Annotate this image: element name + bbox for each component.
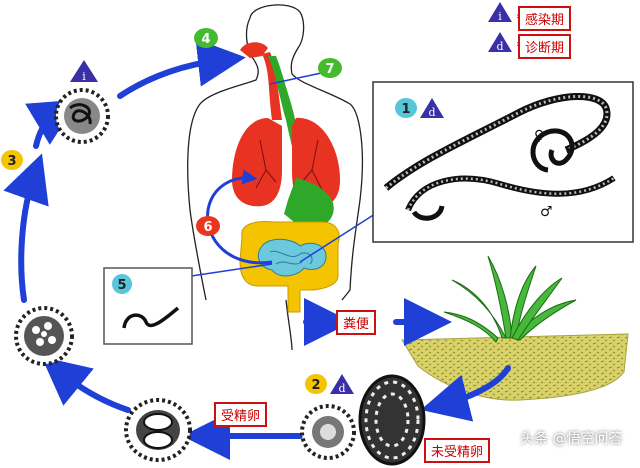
grass-plant bbox=[443, 255, 577, 343]
male-symbol: ♂ bbox=[540, 204, 553, 220]
badge-2: 2 d bbox=[305, 374, 354, 395]
svg-text:d: d bbox=[428, 106, 435, 119]
badge-5: 5 bbox=[112, 274, 132, 294]
arrow-soil-to-egg bbox=[420, 365, 511, 422]
svg-text:6: 6 bbox=[203, 220, 212, 235]
svg-text:7: 7 bbox=[325, 62, 334, 77]
arrow-bottom-to-3 bbox=[3, 153, 49, 303]
label-unfertilized-egg: 未受精卵 bbox=[424, 438, 491, 463]
legend-diagnostic-icon: d bbox=[488, 32, 512, 53]
egg-unfertilized bbox=[358, 374, 426, 466]
svg-text:4: 4 bbox=[201, 32, 210, 47]
svg-text:d: d bbox=[496, 40, 503, 53]
legend-diagnostic-label: 诊断期 bbox=[518, 34, 572, 59]
egg-embryonated-top bbox=[54, 88, 110, 144]
badge-i-marker: i bbox=[70, 60, 98, 83]
egg-two-cell bbox=[124, 398, 192, 462]
badge-6: 6 bbox=[196, 216, 220, 236]
cycle-arrows bbox=[3, 38, 511, 460]
svg-text:d: d bbox=[338, 382, 345, 395]
svg-text:5: 5 bbox=[117, 278, 126, 293]
arrow-i-to-4 bbox=[117, 38, 246, 99]
watermark: 头条 @悟空问答 bbox=[520, 431, 623, 447]
human-body-outline bbox=[187, 4, 364, 351]
small-intestine bbox=[257, 238, 327, 277]
stomach bbox=[284, 178, 334, 228]
label-feces: 粪便 bbox=[336, 310, 377, 335]
svg-text:1: 1 bbox=[401, 102, 410, 117]
female-symbol: ♀ bbox=[534, 128, 544, 144]
legend-infective-label: 感染期 bbox=[518, 6, 572, 31]
label-fertilized-egg: 受精卵 bbox=[214, 402, 268, 427]
connector-line-7 bbox=[269, 71, 327, 85]
adult-worm-female bbox=[383, 92, 611, 191]
badge-1: 1 d bbox=[395, 98, 444, 119]
arrow-left-egg-to-bottom bbox=[41, 356, 131, 413]
arrow-3-to-i bbox=[25, 99, 79, 149]
larva-icon bbox=[122, 306, 180, 329]
svg-text:3: 3 bbox=[7, 154, 16, 169]
badge-4: 4 bbox=[194, 28, 218, 48]
connector-line-5 bbox=[177, 263, 273, 279]
legend-infective-icon: i bbox=[488, 2, 512, 23]
egg-fertilized bbox=[300, 404, 356, 460]
svg-text:i: i bbox=[82, 70, 86, 83]
larva-migration-path bbox=[206, 169, 273, 265]
curled-worm-tail bbox=[530, 128, 575, 173]
egg-embryonating bbox=[14, 306, 74, 366]
badge-3: 3 bbox=[1, 150, 23, 170]
svg-text:i: i bbox=[498, 10, 502, 23]
soil-ground bbox=[401, 333, 629, 401]
svg-text:2: 2 bbox=[311, 378, 320, 393]
adult-worm-male bbox=[405, 175, 616, 221]
badge-7: 7 bbox=[318, 58, 342, 78]
